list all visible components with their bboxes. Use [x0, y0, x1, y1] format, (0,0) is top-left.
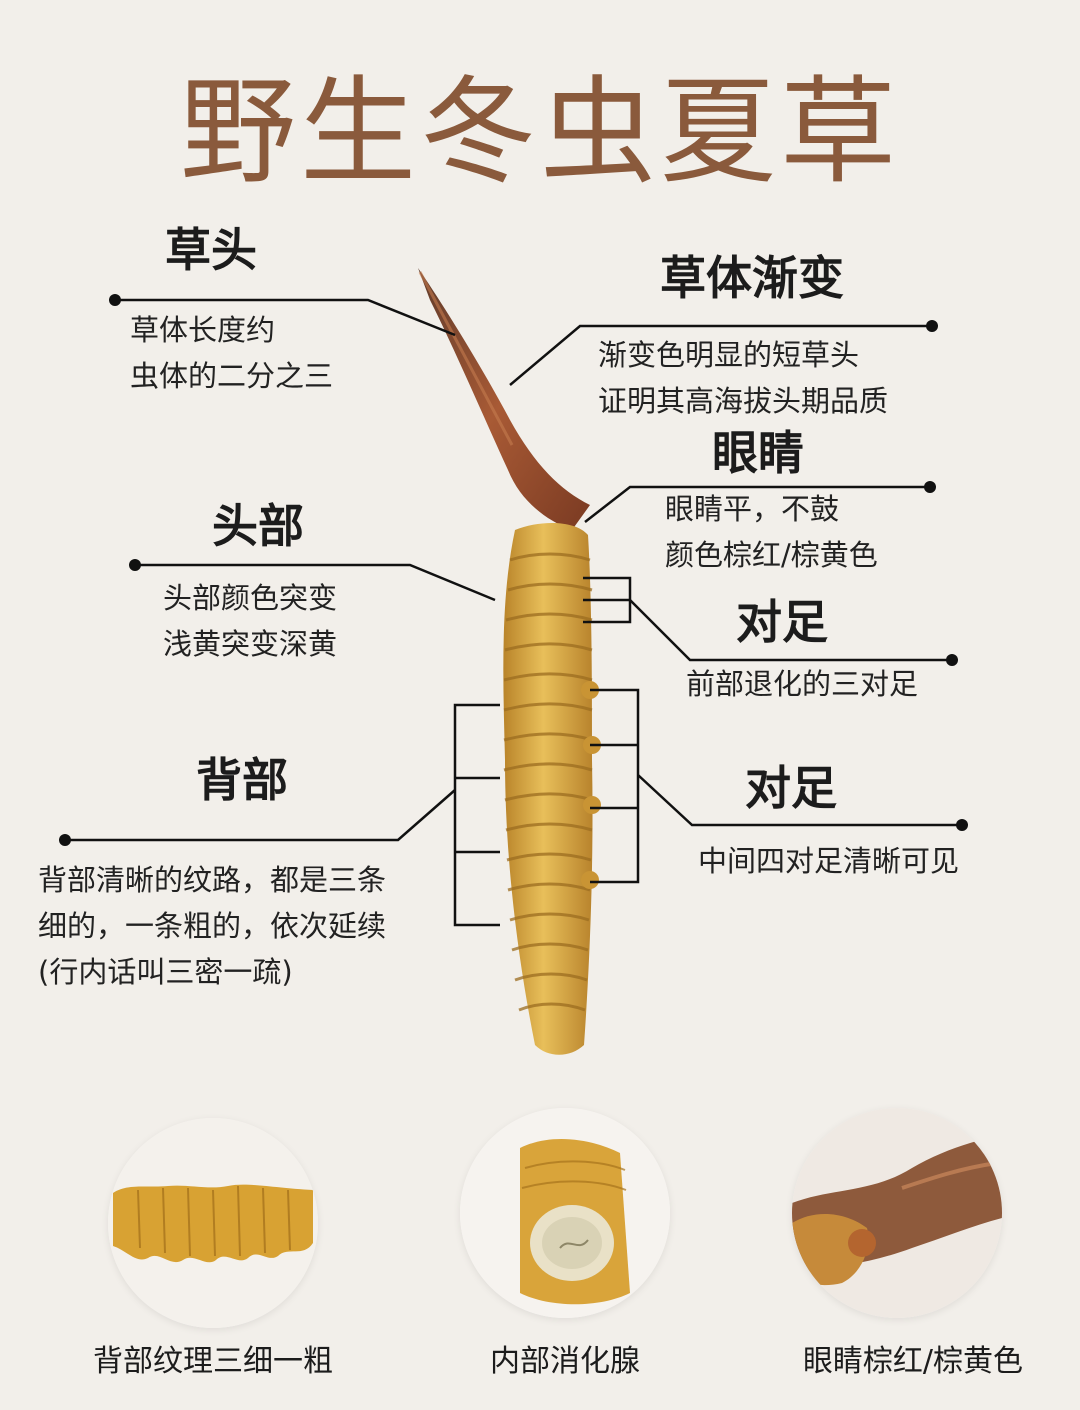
head-heading: 头部 [212, 499, 304, 553]
stroma-shape [418, 268, 590, 530]
eye-color-closeup [792, 1108, 1002, 1318]
head-line-2: 浅黄突变深黄 [163, 627, 338, 661]
back-heading: 背部 [196, 753, 288, 807]
caption-back-texture: 背部纹理三细一粗 [93, 1344, 333, 1379]
caption-eye-color: 眼睛棕红/棕黄色 [802, 1344, 1024, 1379]
caotou-heading: 草头 [165, 223, 257, 277]
front-feet-heading: 对足 [736, 595, 828, 649]
mid-feet-description: 中间四对足清晰可见 [698, 838, 959, 884]
front-feet-line-1: 前部退化的三对足 [686, 667, 919, 701]
mid-feet-line-1: 中间四对足清晰可见 [698, 844, 960, 878]
back-line-1: 背部清晰的纹路，都是三条 [38, 863, 387, 897]
specimen-illustration [59, 268, 968, 1055]
caption-digestive-gland: 内部消化腺 [490, 1344, 640, 1379]
back-texture-closeup [108, 1118, 318, 1328]
gradient-line-2: 证明其高海拔头期品质 [598, 384, 889, 418]
gradient-description: 渐变色明显的短草头 证明其高海拔头期品质 [598, 332, 888, 424]
front-feet-description: 前部退化的三对足 [686, 661, 918, 707]
larva-body [503, 523, 593, 1055]
head-line-1: 头部颜色突变 [163, 581, 338, 615]
eyes-line-2: 颜色棕红/棕黄色 [665, 538, 878, 572]
eyes-heading: 眼睛 [712, 426, 804, 480]
back-line-3: (行内话叫三密一疏) [38, 955, 293, 989]
back-description: 背部清晰的纹路，都是三条 细的，一条粗的，依次延续 (行内话叫三密一疏) [38, 857, 386, 995]
digestive-gland-closeup [460, 1108, 670, 1318]
page-title: 野生冬虫夏草 [180, 65, 900, 200]
gradient-line-1: 渐变色明显的短草头 [598, 338, 860, 372]
eyes-description: 眼睛平，不鼓 颜色棕红/棕黄色 [665, 486, 878, 578]
caotou-line-2: 虫体的二分之三 [130, 359, 334, 393]
eyes-line-1: 眼睛平，不鼓 [665, 492, 840, 526]
gradient-heading: 草体渐变 [660, 251, 844, 305]
caotou-line-1: 草体长度约 [130, 313, 276, 347]
back-line-2: 细的，一条粗的，依次延续 [38, 909, 387, 943]
mid-feet-heading: 对足 [745, 761, 837, 815]
head-description: 头部颜色突变 浅黄突变深黄 [163, 575, 337, 667]
caotou-description: 草体长度约 虫体的二分之三 [130, 307, 333, 399]
